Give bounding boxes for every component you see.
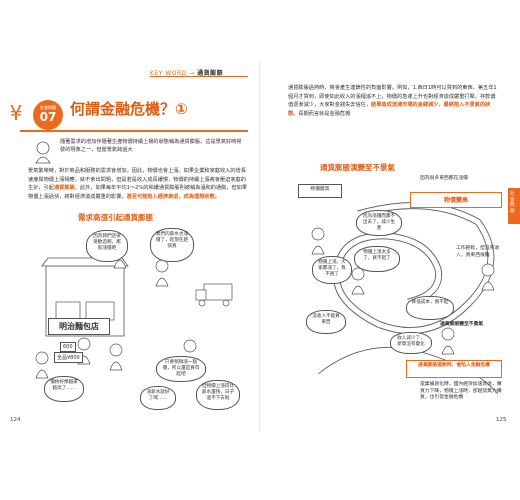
right-body-highlight: 結果造成流通市場的金錢減少，最終陷入不景氣的狀態 xyxy=(288,102,491,117)
section-title: 需求高漲引起通貨膨脹 xyxy=(78,213,153,222)
spiral-illustration xyxy=(311,202,499,395)
right-body-pre: 通貨膨脹過熱時，將會產生連鎖性的負面影響。例如，1.西日1時可以買到的東西，第五… xyxy=(288,85,497,109)
box-income-reduced: 收入減少了，新資沒有變化 xyxy=(390,332,432,354)
yen-icon: ¥ xyxy=(10,101,23,125)
body-pre: 景氣繁榮時，對於商品和服務的需求會增加，因此，物價也會上漲。如果企業和家庭收入的… xyxy=(28,168,246,192)
right-section-title: 通貨膨脹演變至不景氣 xyxy=(320,163,395,172)
intro-text: 隨著需求的增加伴隨著生產物價持續上揚的狀態稱為通貨膨脹。這是景氣好時常發的現象之… xyxy=(60,139,242,153)
bubble-still-affordable: 只要稍微漲一點價，所以還是買得起吧 xyxy=(156,356,206,382)
book-spread: KEY WORD → 通貨膨脹 社會問題 07 ¥ 何謂金融危機？① 隨著需求的… xyxy=(0,60,520,432)
box-cut-costs: 降低成本，買不起 xyxy=(406,296,454,320)
right-page: 通貨膨脹過熱時，將會產生連鎖性的負面影響。例如，1.西日1時可以買到的東西，第五… xyxy=(260,60,520,432)
box-not-buying: 物價上漲，大家都漲了，我不買了 xyxy=(312,256,352,284)
box-reduce-production: 因為漲價而賣不出去了，減少生產 xyxy=(356,210,402,236)
price-new: 全品¥800 xyxy=(54,352,83,363)
box-cannot-afford: 物價上漲太多了，買不起了 xyxy=(354,246,400,272)
character-icon xyxy=(35,141,51,164)
bubble-raise-salary: 漲薪水就好了啊…… xyxy=(140,386,176,410)
price-old: 600 xyxy=(60,342,76,352)
keyword-arrow: → xyxy=(189,70,195,77)
callout-text: 當業績惡化時，國內經濟加速衰退，購買力下降，物價上漲時，卻越發無力購買，也引發金… xyxy=(420,382,502,400)
right-body-post: 。長期而言就是金融危機 xyxy=(293,110,351,117)
callout-title: 通貨膨脹過熱時，會陷入金融危機 xyxy=(406,360,502,378)
label-mid: 工作輕鬆，但沒有收入，買東西很難 xyxy=(456,246,500,258)
left-page: KEY WORD → 通貨膨脹 社會問題 07 ¥ 何謂金融危機？① 隨著需求的… xyxy=(0,60,260,432)
keyword-rule xyxy=(150,76,248,77)
keyword-header: KEY WORD → 通貨膨脹 xyxy=(150,68,223,77)
highlight-label: 物價變高 xyxy=(410,192,502,208)
keyword-prefix: KEY WORD xyxy=(150,70,187,77)
body-highlight-2: 甚至可能陷入經濟衰退，成為理想狀態 xyxy=(126,193,215,200)
side-tab: 社會問題 xyxy=(508,188,520,224)
bubble-shop-owner: 因為我們店很受歡迎啊，那就漲價吧 xyxy=(86,230,128,262)
label-corner: 物價變高 xyxy=(298,184,342,198)
svg-text:¥: ¥ xyxy=(10,101,23,125)
bubble-price-rising: 價格好像越來越高了…… xyxy=(44,376,84,402)
book-gutter xyxy=(259,60,261,432)
title-rule xyxy=(20,130,248,132)
shop-sign: 明治麵包店 xyxy=(48,318,110,335)
right-body-text: 通貨膨脹過熱時，將會產生連鎖性的負面影響。例如，1.西日1時可以買到的東西，第五… xyxy=(288,84,500,118)
badge-number: 07 xyxy=(39,110,57,124)
page-number-right: 125 xyxy=(496,417,507,423)
body-post: 。 xyxy=(214,193,220,200)
body-mid: 。此外，如果每年平均1～2%的和緩通貨膨脹則被稱為溫和的通膨，但如果物價上漲過快… xyxy=(28,185,248,200)
label-side: 通貨膨脹變至不景氣 xyxy=(440,322,484,327)
bubble-cannot-live: 但物價上漲得比薪水還快，日子過不下去啦 xyxy=(196,380,240,410)
keyword-text: 通貨膨脹 xyxy=(197,70,224,77)
label-top-right: 因為很多東西都在漲價 xyxy=(420,176,468,181)
body-highlight-1: 通貨膨脹 xyxy=(53,185,75,192)
page-title: 何謂金融危機？① xyxy=(70,100,188,118)
bubble-customer-raise: 我們的薪水也漲價了，趁現在趕快買 xyxy=(150,228,194,262)
side-tab-label: 社會問題 xyxy=(510,192,515,214)
body-text: 景氣繁榮時，對於商品和服務的需求會增加，因此，物價也會上漲。如果企業和家庭收入的… xyxy=(28,167,248,201)
bakery-illustration xyxy=(35,241,233,379)
chapter-badge: 社會問題 07 xyxy=(33,100,63,130)
badge-label: 社會問題 xyxy=(40,105,56,110)
page-number-left: 124 xyxy=(10,417,21,423)
box-no-income: 沒收入不能買東西 xyxy=(306,310,346,334)
